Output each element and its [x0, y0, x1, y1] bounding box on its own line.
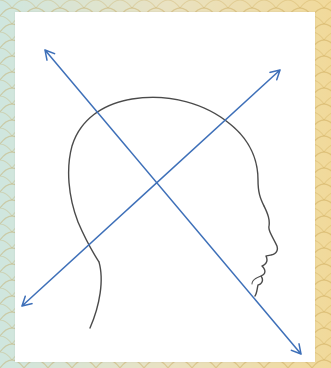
- crossing-arrows: [22, 50, 301, 354]
- diagonal-arrow-bottom-left-to-top-right: [22, 70, 280, 306]
- head-outline: [69, 97, 278, 328]
